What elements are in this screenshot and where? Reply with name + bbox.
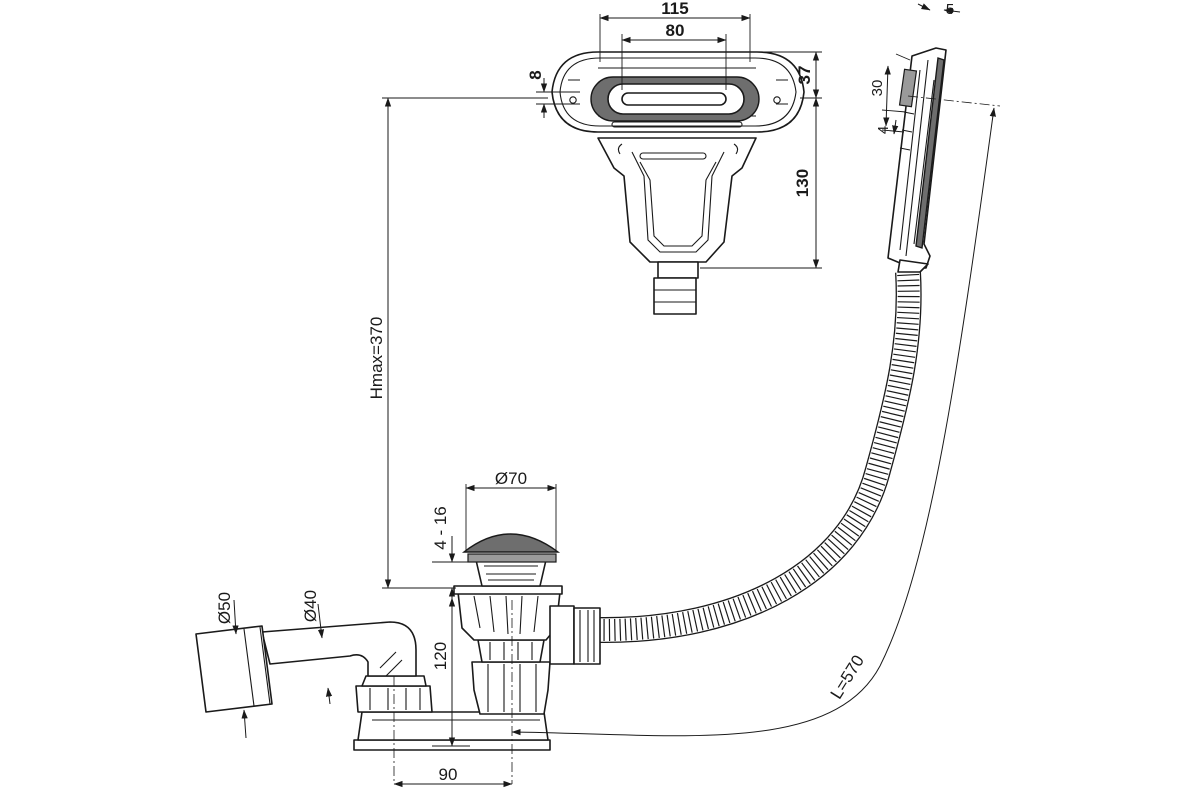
waste-upper-nut	[457, 591, 561, 641]
hose-connector	[549, 605, 575, 665]
label-hose-length: L=570	[827, 652, 868, 703]
outlet-pipe-end	[195, 625, 273, 713]
label-trap-offset: 90	[439, 765, 458, 784]
overflow-cover-front-view	[551, 51, 805, 315]
label-outlet-diameter: Ø50	[215, 592, 234, 624]
label-side-depth: 5	[946, 1, 954, 18]
plug-cap	[461, 533, 561, 553]
flexible-hose	[597, 259, 929, 644]
overflow-body	[597, 137, 757, 263]
label-max-height: Hmax=370	[367, 317, 386, 400]
plug-neck	[475, 559, 547, 587]
overflow-side-view	[887, 47, 947, 269]
overflow-spigot	[657, 261, 699, 279]
trap-outlet-pipe	[261, 621, 417, 677]
label-side-offset: 4	[875, 126, 892, 134]
waste-trap-assembly	[195, 533, 601, 751]
overflow-slot	[621, 92, 727, 106]
label-body-height: 130	[793, 169, 812, 197]
label-top-inner-width: 80	[666, 21, 685, 40]
label-clamp-range: 4 - 16	[431, 506, 450, 549]
label-inner-pipe-diameter: Ø40	[301, 590, 320, 622]
label-top-outer-width: 115	[661, 0, 688, 18]
label-side-plate-height: 30	[869, 80, 886, 97]
dimension-lines	[232, 3, 996, 788]
label-slot-height: 8	[526, 70, 545, 79]
label-head-height: 37	[795, 66, 814, 85]
trap-central-body	[471, 661, 551, 715]
label-trap-height: 120	[431, 642, 450, 670]
label-waste-diameter: Ø70	[495, 469, 527, 488]
